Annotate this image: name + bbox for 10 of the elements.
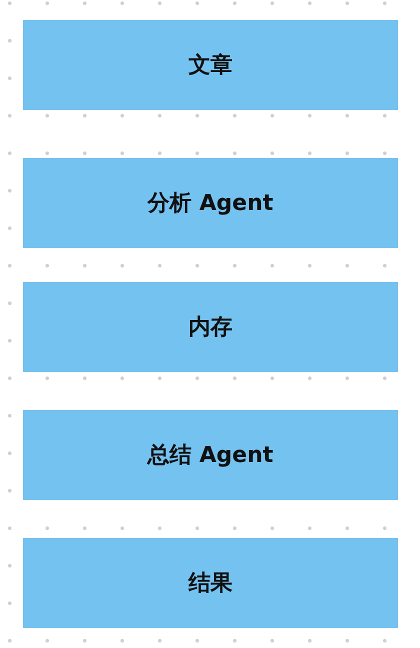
process-box [23,20,398,110]
box-label: 内存 [188,314,232,342]
box-label: 文章 [188,52,232,80]
process-box [23,282,398,372]
process-box [23,538,398,628]
process-box [23,158,398,248]
process-box [23,410,398,500]
box-label: 总结 Agent [148,442,274,470]
box-label: 结果 [188,570,232,598]
box-label: 分析 Agent [148,190,274,218]
